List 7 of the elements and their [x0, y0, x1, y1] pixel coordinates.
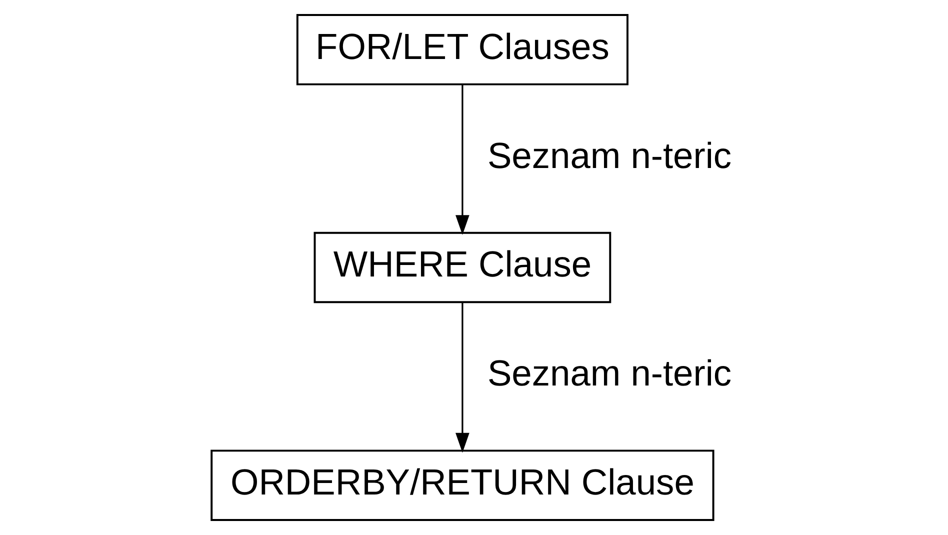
edge-label: Seznam n-teric	[487, 352, 732, 394]
node-box: FOR/LET Clauses	[296, 14, 628, 86]
arrow	[456, 84, 470, 235]
node-box: WHERE Clause	[314, 232, 612, 304]
edge-label: Seznam n-teric	[487, 134, 732, 176]
node-box: ORDERBY/RETURN Clause	[210, 450, 714, 521]
arrow	[456, 302, 470, 453]
